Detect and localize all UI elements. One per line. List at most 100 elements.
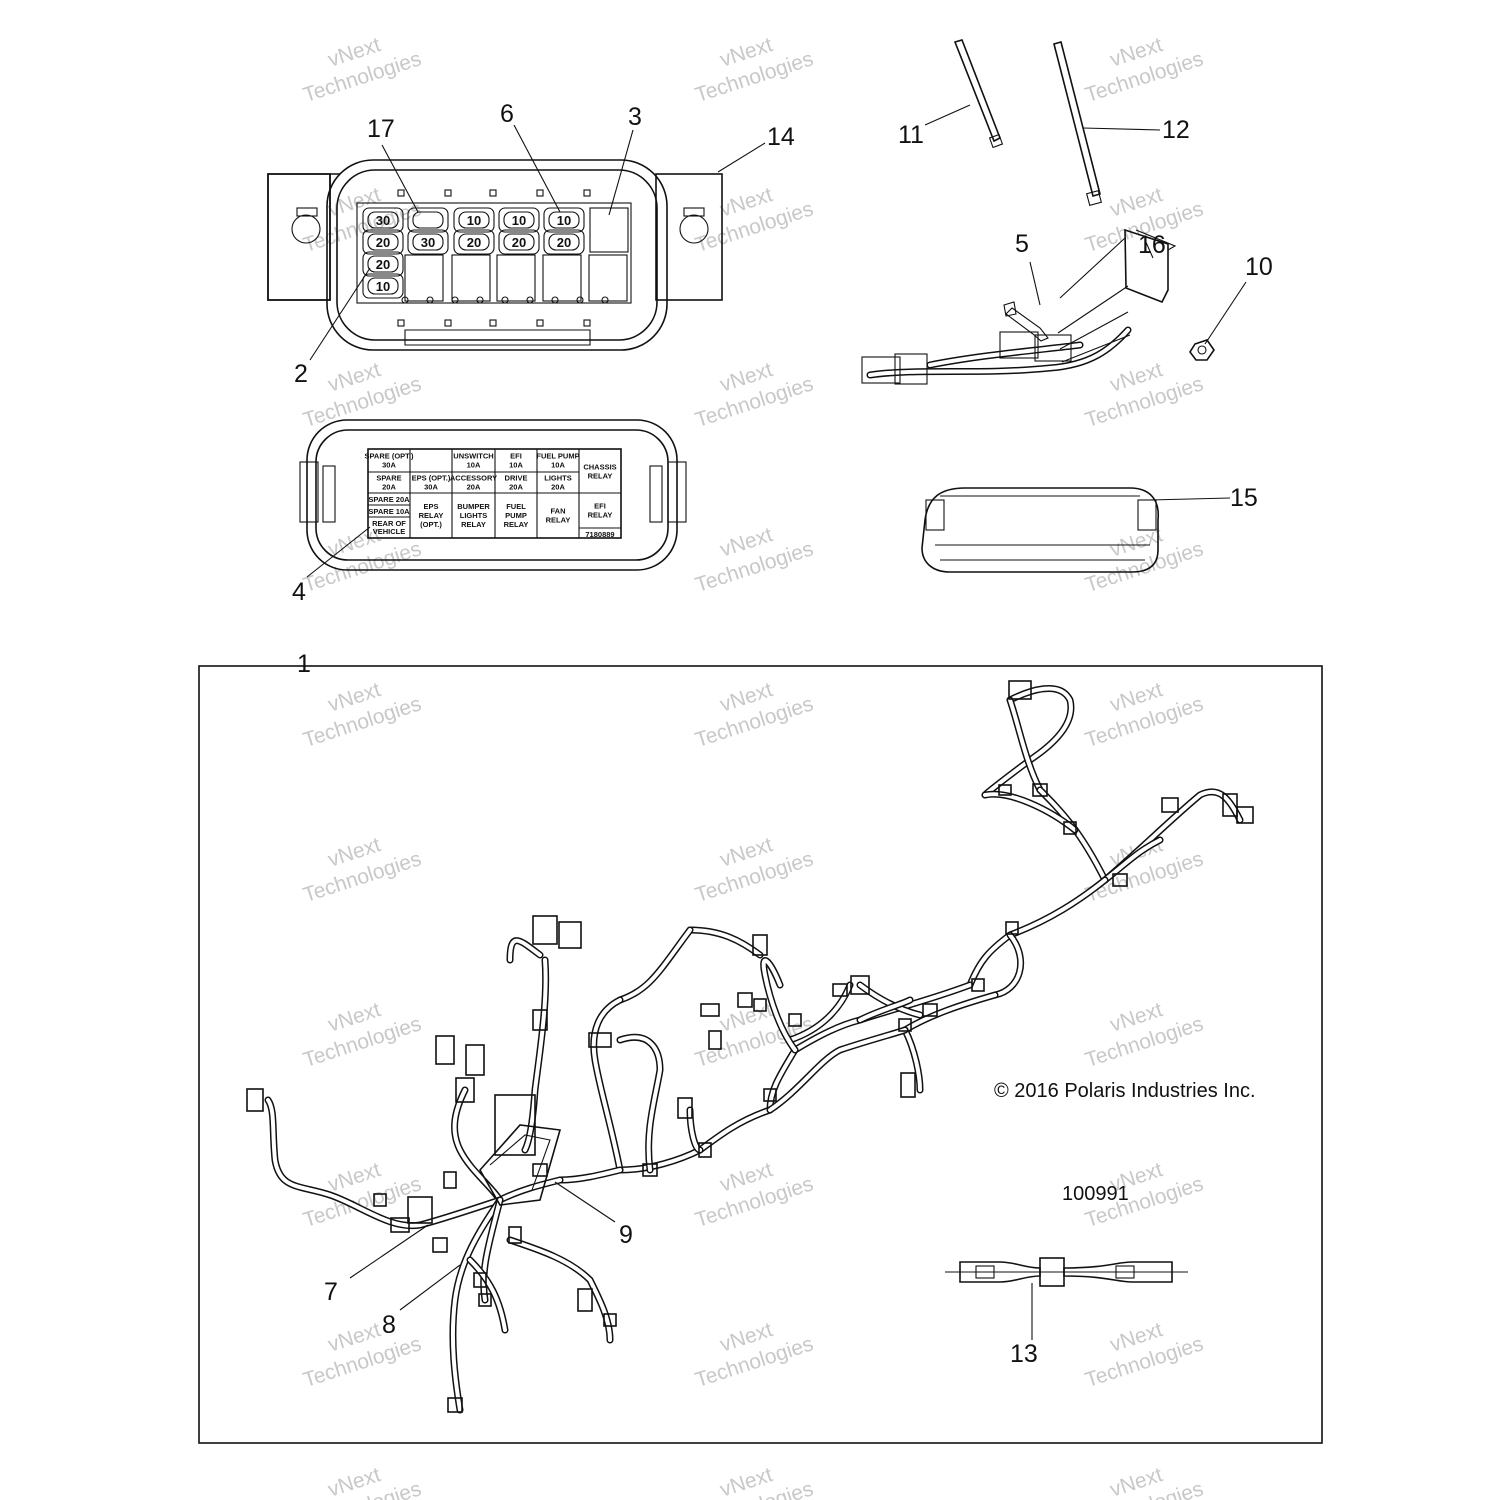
label-fuel-pump-relay-line: RELAY <box>504 520 529 529</box>
harness-branch <box>496 1176 564 1204</box>
harness-connector <box>1063 821 1077 835</box>
harness-connector <box>435 1035 455 1065</box>
label-accessory-20a-line: 20A <box>467 483 481 492</box>
harness-connector <box>1005 921 1019 935</box>
harness-connector <box>532 1163 548 1177</box>
fuse-r2-1-rating: 30 <box>421 235 435 250</box>
harness-branch <box>901 1026 924 1094</box>
harness-branch <box>449 1196 504 1414</box>
callout-15: 15 <box>1230 484 1258 512</box>
jumper-harness <box>861 228 1215 385</box>
cable-tie-short <box>953 39 1004 149</box>
harness-branch <box>451 1086 504 1204</box>
label-efi-10a-line: 10A <box>509 461 523 470</box>
harness-branch <box>766 1046 799 1114</box>
harness-connector <box>922 1003 938 1017</box>
harness-connector <box>577 1288 593 1312</box>
fuse-r2-2: 20 <box>453 229 495 255</box>
label-drive-20a-line: 20A <box>509 483 523 492</box>
callout-14: 14 <box>767 123 795 151</box>
fuse-r2-3: 20 <box>498 229 540 255</box>
callout-10: 10 <box>1245 253 1273 281</box>
label-bumper-lights-relay-line: BUMPER <box>457 502 490 511</box>
callout-5: 5 <box>1015 230 1029 258</box>
label-lights-20a-line: LIGHTS <box>544 474 572 483</box>
cable-tie-long <box>1053 41 1103 207</box>
callout-1: 1 <box>297 650 311 678</box>
label-eps-relay-opt-line: RELAY <box>419 511 444 520</box>
harness-branch <box>466 1256 509 1334</box>
fuse-r2-4-rating: 20 <box>557 235 571 250</box>
fuse-r1-4: 10 <box>543 207 585 233</box>
harness-connector <box>677 1097 693 1119</box>
fuse-r1-3-rating: 10 <box>512 213 526 228</box>
harness-connector <box>700 1003 720 1017</box>
label-eps-opt-30a-line: EPS (OPT.) <box>412 474 451 483</box>
harness-connector <box>455 1077 475 1103</box>
label-accessory-20a-line: ACCESSORY <box>450 474 497 483</box>
harness-connector <box>1222 793 1238 817</box>
label-efi-relay-line: RELAY <box>588 511 613 520</box>
fuse-r1-0: 30 <box>362 207 404 233</box>
label-chassis-relay-line: CHASSIS <box>583 463 616 472</box>
harness-connector <box>373 1193 387 1207</box>
harness-branch <box>856 981 924 1019</box>
callout-8: 8 <box>382 1311 396 1339</box>
harness-connector <box>465 1044 485 1076</box>
harness-connector <box>1236 806 1254 824</box>
callout-2: 2 <box>294 360 308 388</box>
harness-connector <box>390 1217 410 1233</box>
label-fuel-pump-10a-line: 10A <box>551 461 565 470</box>
harness-connector <box>1112 873 1128 887</box>
harness-branch <box>480 1196 504 1304</box>
fuse-box-pins <box>397 189 609 327</box>
label-eps-relay-opt-line: (OPT.) <box>420 520 442 529</box>
label-part-number-line: 7180889 <box>585 530 614 539</box>
harness-branch <box>856 996 914 1024</box>
harness-connector <box>1032 783 1048 797</box>
callout-numbers: 17 6 3 14 2 4 11 12 5 16 10 15 1 7 8 9 1… <box>292 100 1273 1368</box>
harness-connector <box>558 921 582 949</box>
harness-connector <box>788 1013 802 1027</box>
label-fan-relay-line: RELAY <box>546 516 571 525</box>
fuse-r1-2-rating: 10 <box>467 213 481 228</box>
harness-connector <box>603 1313 617 1327</box>
label-spare-20a-b: SPARE 20A <box>368 495 410 504</box>
fuse-r1-2: 10 <box>453 207 495 233</box>
harness-branch <box>966 876 1109 989</box>
label-bumper-lights-relay-line: RELAY <box>461 520 486 529</box>
label-unswitch-10a-line: 10A <box>467 461 481 470</box>
copyright-text: © 2016 Polaris Industries Inc. <box>994 1080 1256 1102</box>
harness-connector <box>478 1293 492 1307</box>
callout-9: 9 <box>619 1221 633 1249</box>
harness-branch <box>590 996 624 1174</box>
harness-connector <box>971 978 985 992</box>
label-part-number: 7180889 <box>585 530 614 539</box>
harness-connector <box>642 1163 658 1177</box>
callout-6: 6 <box>500 100 514 128</box>
harness-branch <box>760 957 799 1054</box>
fuse-r2-0-rating: 20 <box>376 235 390 250</box>
label-fuel-pump-relay-line: PUMP <box>505 511 527 520</box>
harness-branch <box>901 991 999 1034</box>
harness-connector <box>532 915 558 945</box>
fuse-r1-1 <box>407 207 449 233</box>
